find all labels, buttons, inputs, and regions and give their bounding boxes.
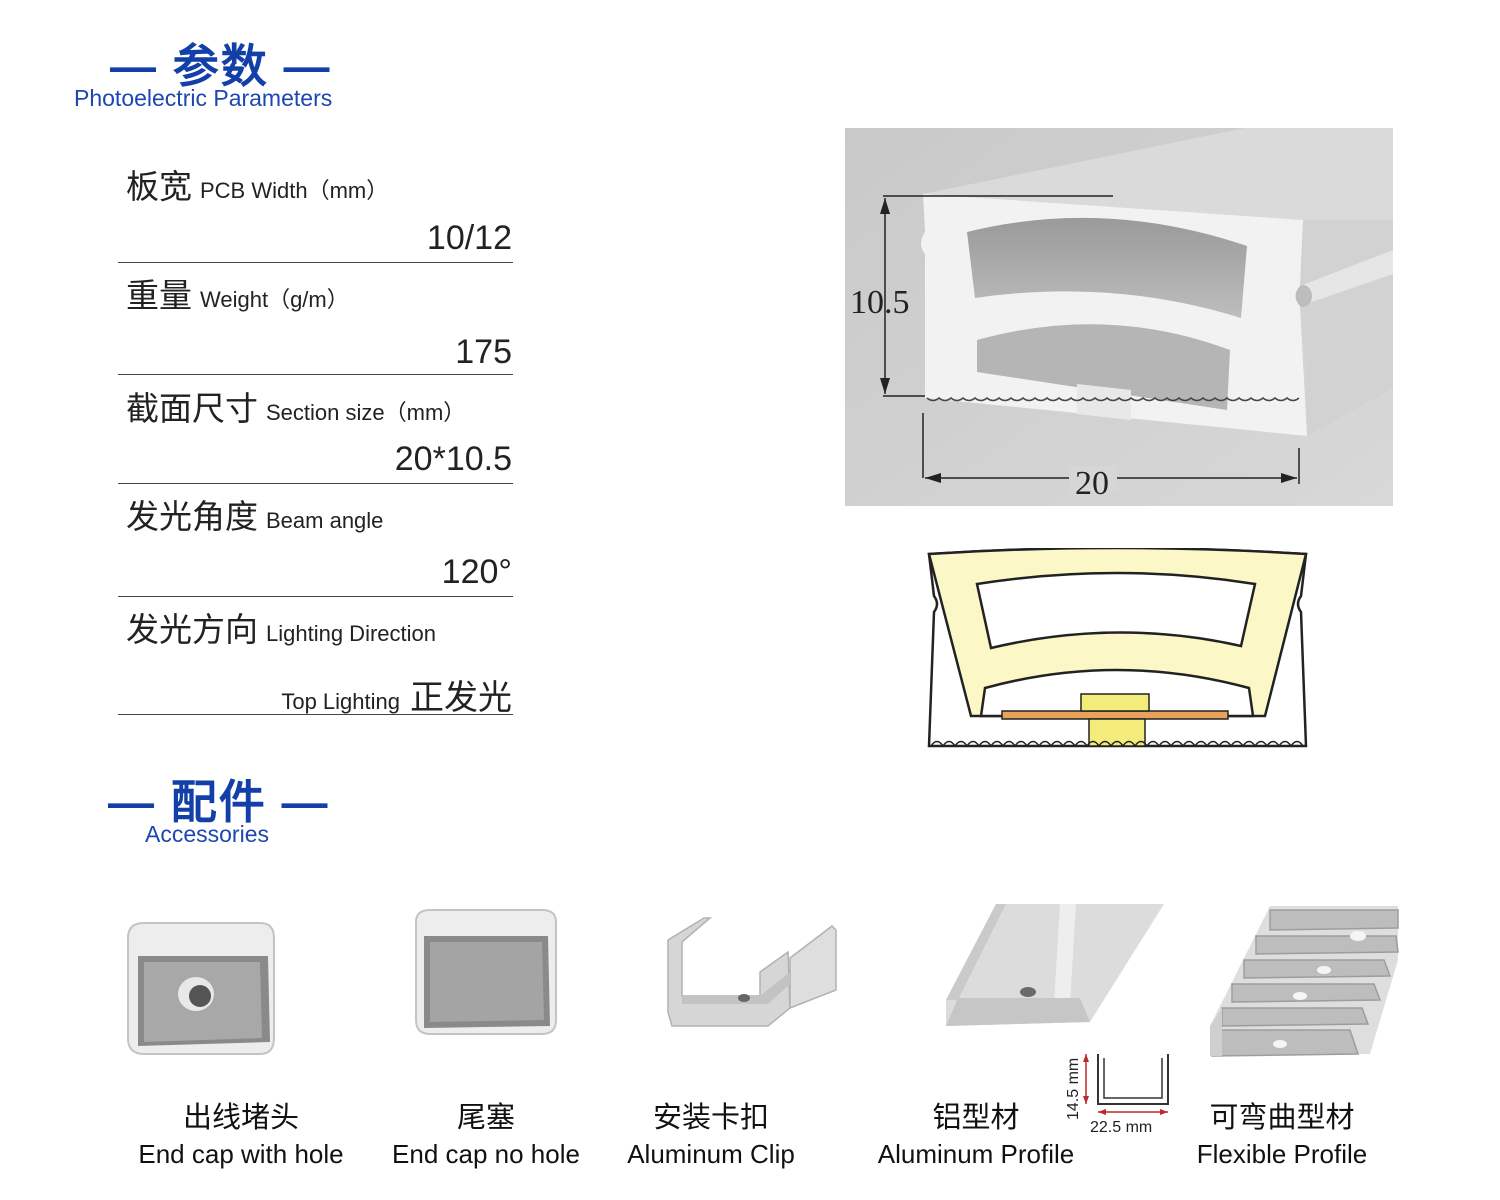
dim-height-label: 10.5 — [850, 284, 910, 321]
param-value-section-size: 20*10.5 — [394, 440, 512, 478]
section-subtitle-params: Photoelectric Parameters — [74, 85, 333, 111]
section-title-accessories: — 配件 — — [108, 776, 330, 828]
param-value-beam-angle: 120° — [441, 553, 512, 591]
accessory-name-cn: 出线堵头 — [182, 1102, 300, 1134]
dim-h-label: 14.5 mm — [1065, 1058, 1082, 1120]
accessory-name-en: Aluminum Profile — [877, 1139, 1075, 1169]
section-subtitle-accessories: Accessories — [145, 821, 269, 847]
param-value-pcb-width: 10/12 — [426, 219, 512, 257]
accessory-name-cn: 尾塞 — [456, 1102, 516, 1134]
accessory-name-cn: 安装卡扣 — [652, 1102, 770, 1134]
aluminum-profile-dim-diagram: 14.5 mm 22.5 mm — [1065, 1054, 1169, 1136]
cross-section-diagram — [927, 548, 1308, 748]
accessory-name-en: End cap with hole — [138, 1139, 344, 1169]
section-3d-diagram: 10.5 20 — [845, 128, 1393, 506]
accessory-name-cn: 可弯曲型材 — [1209, 1102, 1355, 1134]
accessory-name-en: End cap no hole — [392, 1139, 580, 1169]
accessory-name-en: Aluminum Clip — [627, 1139, 795, 1169]
flexible-profile-image — [1210, 906, 1399, 1057]
end-cap-no-hole-image — [415, 909, 557, 1035]
param-divider — [118, 374, 513, 375]
section-title-params: — 参数 — — [110, 40, 332, 92]
param-divider — [118, 483, 513, 484]
dim-w-label: 22.5 mm — [1090, 1119, 1152, 1136]
param-divider — [118, 262, 513, 263]
aluminum-profile-image — [946, 904, 1164, 1026]
dim-width-label: 20 — [1075, 465, 1109, 502]
param-divider — [118, 714, 513, 715]
aluminum-clip-image — [667, 917, 837, 1027]
param-value-weight: 175 — [455, 333, 512, 371]
accessory-name-cn: 铝型材 — [932, 1102, 1020, 1134]
param-divider — [118, 596, 513, 597]
end-cap-with-hole-image — [127, 922, 275, 1055]
accessory-name-en: Flexible Profile — [1196, 1139, 1368, 1169]
